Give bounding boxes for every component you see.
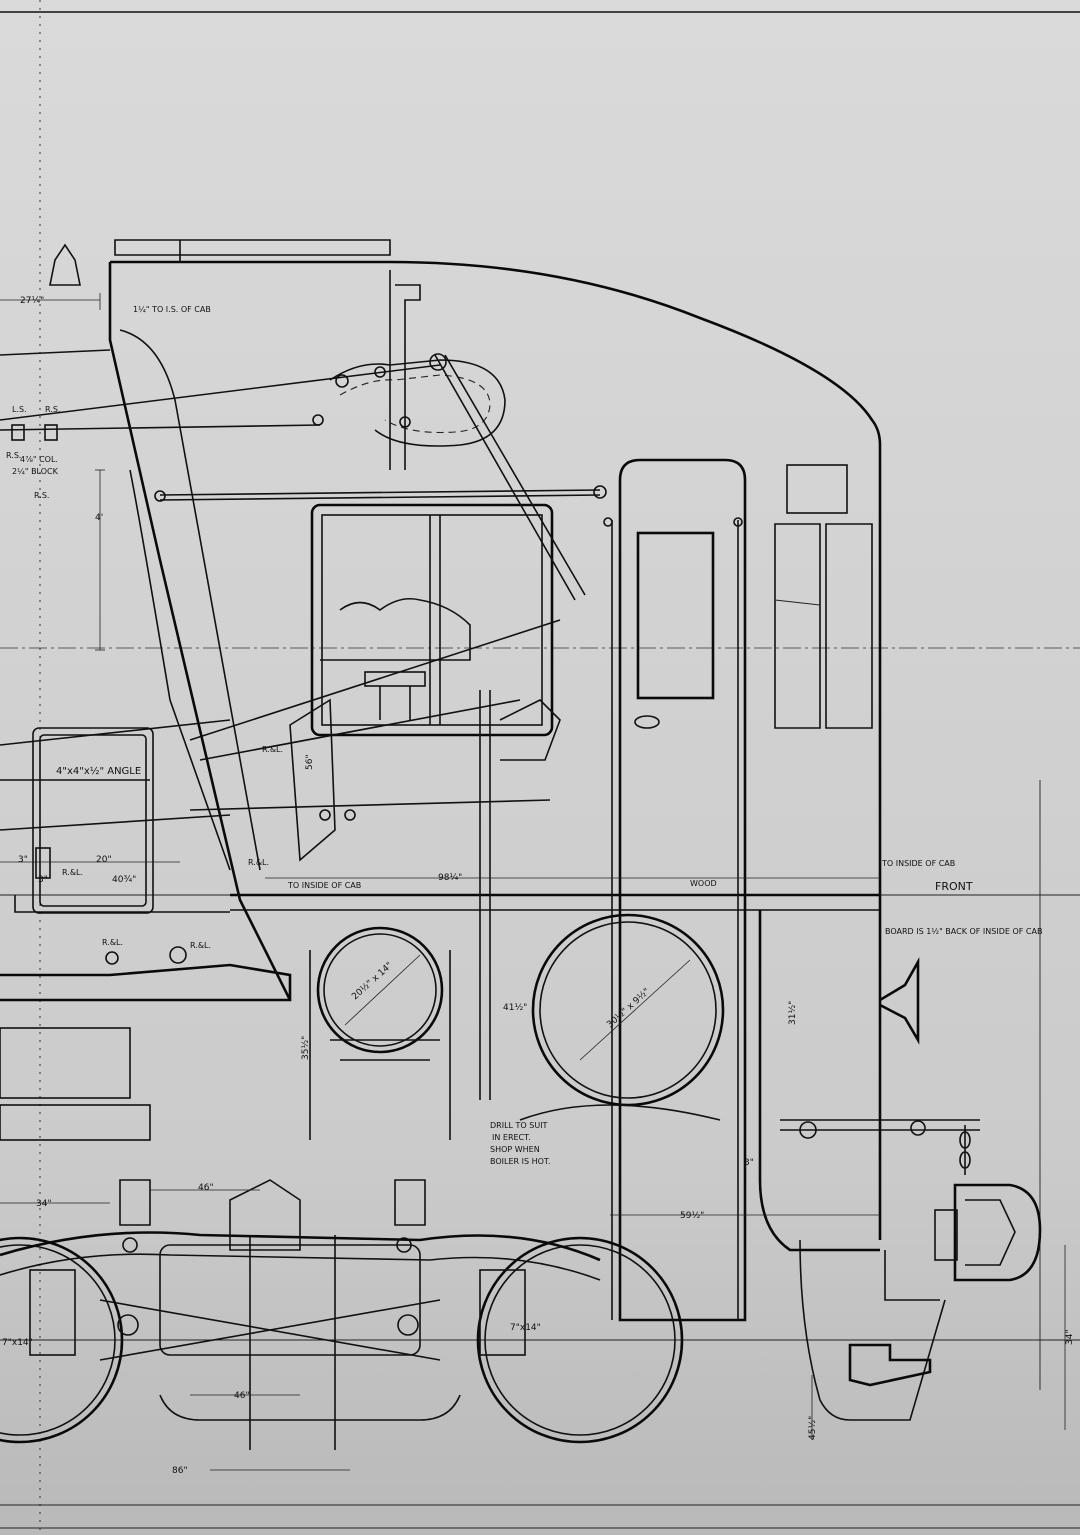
label-col-block-1: 4⅞" COL.: [20, 455, 58, 464]
label-dim-40: 40¾": [112, 875, 136, 885]
dimension-lines: [0, 293, 1066, 1440]
label-ring-left: 20½" x 14": [350, 961, 395, 1003]
label-journal-left: 7"x14": [2, 1338, 33, 1348]
left-details: [0, 243, 292, 1141]
label-drill-4: BOILER IS HOT.: [490, 1157, 550, 1166]
label-drill-3: SHOP WHEN: [490, 1145, 540, 1154]
label-rs-mid: R.S.: [34, 491, 49, 500]
label-rl-5: R.&L.: [190, 941, 211, 950]
label-dim-46b: 46": [234, 1391, 250, 1401]
truck-wheels: [0, 1179, 684, 1471]
side-window: [310, 503, 554, 737]
cab-body: [14, 239, 946, 1421]
label-dim-59: 59½": [680, 1211, 704, 1221]
label-dim-27: 27¼": [20, 296, 44, 306]
label-drill-1: DRILL TO SUIT: [490, 1121, 548, 1130]
label-dim-4: 4': [95, 513, 103, 523]
label-dim-3a: 3": [18, 855, 28, 865]
cab-door: [603, 458, 747, 1322]
label-dim-3b: 3": [38, 875, 48, 885]
label-dim-35: 35½": [301, 1036, 311, 1060]
label-dim-41: 41½": [503, 1003, 527, 1013]
label-drill-2: IN ERECT.: [492, 1133, 531, 1142]
label-wood: WOOD: [690, 879, 717, 888]
label-rl-4: R.&L.: [102, 938, 123, 947]
label-to-inside-cab: TO INSIDE OF CAB: [287, 881, 361, 890]
label-dim-34-right: 34": [1065, 1329, 1075, 1345]
label-dim-86: 86": [172, 1466, 188, 1476]
label-dim-20: 20": [96, 855, 112, 865]
label-dim-56: 56": [305, 754, 315, 770]
label-rs: R.S.: [45, 405, 60, 414]
label-dim-98: 98¼": [438, 873, 462, 883]
controls-linkage: [0, 270, 607, 1100]
rings: [309, 913, 725, 1140]
label-dim-34: 34": [36, 1199, 52, 1209]
front-windows: [774, 464, 873, 729]
label-dim-3: 3": [744, 1158, 754, 1168]
label-board: BOARD IS 1½" BACK OF INSIDE OF CAB: [885, 927, 1042, 936]
label-rl-2: R.&L.: [248, 858, 269, 867]
label-dim-45: 45½": [808, 1416, 818, 1440]
label-angle: 4"x4"x½" ANGLE: [56, 765, 141, 777]
label-front: FRONT: [935, 880, 973, 893]
label-to-inside-cab-right: TO INSIDE OF CAB: [881, 859, 955, 868]
label-col-block-rs: R.S.: [6, 451, 21, 460]
label-rl-3: R.&L.: [62, 868, 83, 877]
label-journal-right: 7"x14": [510, 1323, 541, 1333]
coupler-horn: [780, 957, 1042, 1387]
label-dim-31: 31½": [788, 1001, 798, 1025]
label-ls: L.S.: [12, 405, 27, 414]
label-col-block-2: 2¼" BLOCK: [12, 467, 59, 476]
drawing-labels: 1¼" TO I.S. OF CAB 27¼" L.S. R.S. R.S. 4…: [2, 296, 1075, 1476]
sheet-border: [0, 11, 1080, 1529]
label-cab-ref-top: 1¼" TO I.S. OF CAB: [133, 305, 211, 314]
label-rl-1: R.&L.: [262, 745, 283, 754]
label-dim-46a: 46": [198, 1183, 214, 1193]
